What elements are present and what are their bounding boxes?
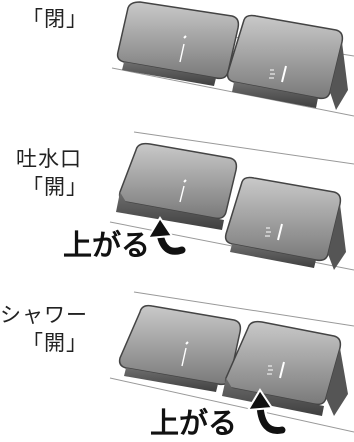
spout-button[interactable] [116,142,238,230]
switch-illustration [109,131,354,271]
shower-icon [267,361,285,379]
panel-closed: 「閉」 [0,0,354,145]
arrow-label: 上がる [150,406,238,440]
up-arrow-icon [146,216,188,258]
faucet-spout-icon [179,179,187,203]
arrow-label: 上がる [63,228,151,262]
state-label: 「閉」 [22,7,88,31]
spout-button[interactable] [116,1,240,86]
switch-illustration [109,291,354,437]
switch-illustration [111,1,354,117]
state-label: 「開」 [22,331,88,355]
faucet-spout-icon [181,341,189,367]
shower-icon [265,223,283,241]
shower-button[interactable] [222,320,348,416]
shower-icon [269,65,287,83]
panel-shower-open: シャワー 「開」 上がる [0,290,354,441]
spout-button[interactable] [118,304,242,392]
panel-spout-open: 吐水口 「開」 上がる [0,130,354,290]
description-label: シャワー [0,303,88,327]
state-label: 「開」 [22,175,88,199]
faucet-spout-icon [179,35,187,63]
up-arrow-icon [246,388,288,437]
shower-button[interactable] [224,176,346,271]
description-label: 吐水口 [16,147,82,171]
shower-button[interactable] [226,14,348,111]
